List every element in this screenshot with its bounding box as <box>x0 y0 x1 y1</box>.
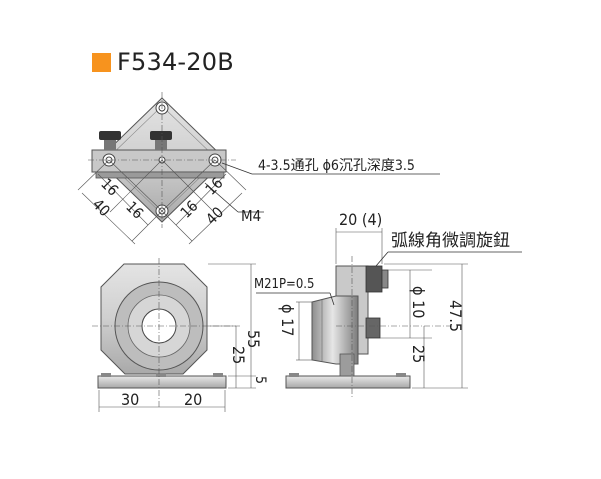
clamp-screw-left <box>99 131 121 150</box>
side-view: 20 (4) 弧線角微調旋鈕 M21P=0.5 ϕ 17 ϕ 10 47.5 2… <box>254 210 522 398</box>
dim-20-4: 20 (4) <box>339 210 382 229</box>
arc-knob-callout: 弧線角微調旋鈕 <box>391 231 510 251</box>
model-title: F534-20B <box>117 48 234 76</box>
orange-square-icon <box>92 52 111 72</box>
front-view: 30 20 55 25 5 <box>92 258 268 412</box>
dim-axis-25: 25 <box>409 345 428 363</box>
dim-width-30: 30 <box>121 390 139 409</box>
fine-adjust-knob <box>365 265 389 293</box>
hole-spec-callout: 4-3.5通孔 ϕ6沉孔深度3.5 <box>258 158 415 174</box>
dim-height-25: 25 <box>229 346 248 364</box>
dim-phi-10: ϕ 10 <box>409 286 428 318</box>
dim-40-right: 40 <box>202 203 227 228</box>
m21-callout: M21P=0.5 <box>254 277 314 292</box>
dim-width-20: 20 <box>184 390 202 409</box>
dim-height-55: 55 <box>244 330 263 348</box>
clamp-screw-right <box>150 131 172 150</box>
dim-height-47-5: 47.5 <box>446 300 465 332</box>
m4-callout: M4 <box>241 207 261 225</box>
dim-phi-17: ϕ 17 <box>278 304 297 336</box>
dim-base-5: 5 <box>252 376 268 384</box>
front-view-base <box>97 375 227 389</box>
top-view: 16 16 16 16 40 40 4-3.5通孔 ϕ6沉孔深度3.5 M4 <box>77 92 440 245</box>
title-row: F534-20B <box>92 46 234 78</box>
side-view-base <box>285 375 411 389</box>
dim-40-left: 40 <box>89 195 114 220</box>
